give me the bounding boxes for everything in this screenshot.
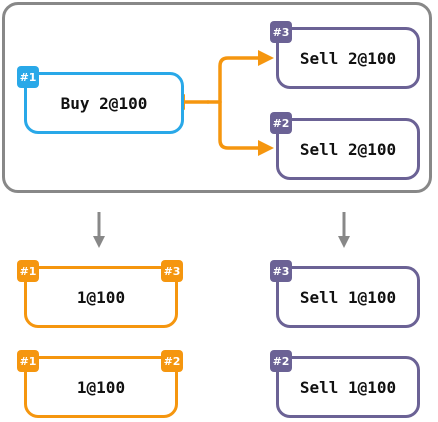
remaining-sell-1-label: Sell 1@100 [299, 287, 397, 307]
fill-2-label: 1@100 [76, 377, 126, 397]
buy-order-badge: #1 [17, 66, 39, 88]
down-arrow-left [93, 212, 105, 248]
remaining-sell-box-2: Sell 1@100 [276, 356, 420, 418]
buy-order-label: Buy 2@100 [60, 93, 148, 113]
fill-box-2: 1@100 [24, 356, 178, 418]
down-arrow-left-head [93, 236, 105, 248]
fill-box-1: 1@100 [24, 266, 178, 328]
sell-order-top-label: Sell 2@100 [299, 48, 397, 68]
down-arrow-right-head [338, 236, 350, 248]
down-arrow-right [338, 212, 350, 248]
buy-order-box: Buy 2@100 [24, 72, 184, 134]
sell-order-bottom-label: Sell 2@100 [299, 139, 397, 159]
fill-2-badge-right: #2 [161, 350, 183, 372]
sell-order-bottom-badge: #2 [270, 112, 292, 134]
order-book-frame [2, 2, 432, 193]
fill-1-badge-right: #3 [161, 260, 183, 282]
fill-1-badge-left: #1 [17, 260, 39, 282]
remaining-sell-box-1: Sell 1@100 [276, 266, 420, 328]
fill-1-label: 1@100 [76, 287, 126, 307]
sell-order-top-box: Sell 2@100 [276, 27, 420, 89]
remaining-sell-2-label: Sell 1@100 [299, 377, 397, 397]
remaining-sell-2-badge: #2 [270, 350, 292, 372]
sell-order-top-badge: #3 [270, 21, 292, 43]
fill-2-badge-left: #1 [17, 350, 39, 372]
sell-order-bottom-box: Sell 2@100 [276, 118, 420, 180]
remaining-sell-1-badge: #3 [270, 260, 292, 282]
